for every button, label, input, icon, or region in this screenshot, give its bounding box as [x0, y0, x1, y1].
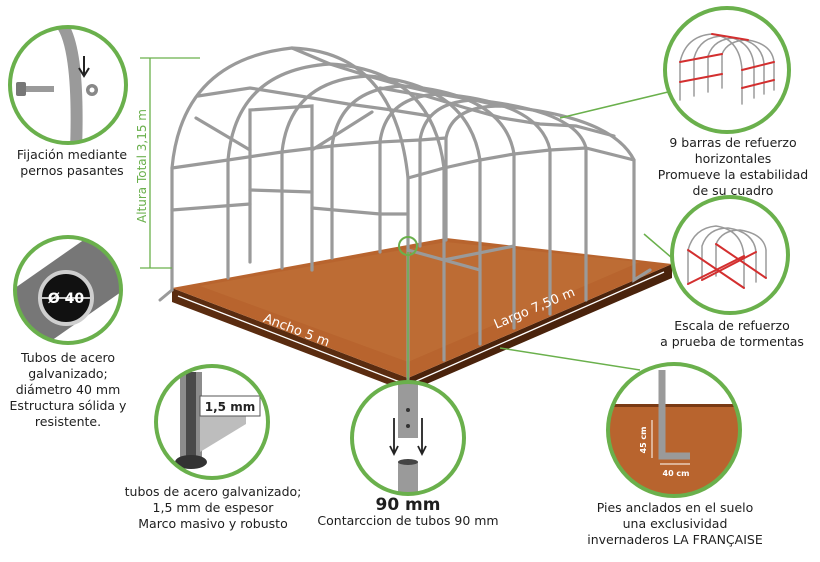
- feet-width-label: 40 cm: [663, 469, 690, 478]
- soil-base: [172, 238, 672, 392]
- front-diagonal: [194, 116, 252, 152]
- caption-line: Marco masivo y robusto: [138, 516, 288, 531]
- callout-tube-diameter: Ø 40: [13, 235, 123, 345]
- caption-line: Fijación mediante: [16, 147, 128, 162]
- feet-depth-label: 45 cm: [639, 427, 648, 454]
- caption-line: resistente.: [34, 414, 102, 429]
- door-bar: [248, 188, 314, 194]
- height-dimension-label: Altura Total 3,15 m: [135, 109, 149, 223]
- arch-7: [444, 104, 652, 283]
- connection-title: 90 mm: [375, 495, 441, 515]
- arrow-down-icon: [78, 56, 90, 78]
- caption-line: Contarccion de tubos 90 mm: [317, 513, 499, 528]
- callout-connectors: [407, 91, 673, 382]
- greenhouse-frame: [158, 46, 652, 394]
- caption-line: horizontales: [694, 151, 772, 166]
- caption-storm: Escala de refuerzo a prueba de tormentas: [650, 318, 814, 350]
- connector-bars: [559, 91, 669, 119]
- caption-feet: Pies anclados en el suelo una exclusivid…: [572, 500, 778, 548]
- side-diagonal: [406, 244, 516, 272]
- callout-storm: [670, 195, 790, 315]
- width-dimension-line: [177, 295, 401, 383]
- tube-diameter-badge: Ø 40: [48, 291, 85, 307]
- caption-line: invernaderos LA FRANÇAISE: [587, 532, 763, 547]
- joint-marker: [398, 236, 418, 256]
- caption-tube-diameter: Tubos de acero galvanizado; diámetro 40 …: [2, 350, 134, 430]
- side-rail-right: [406, 146, 636, 180]
- length-dimension-line: [413, 271, 665, 383]
- caption-line: Tubos de acero: [20, 350, 116, 365]
- callout-thickness: 1,5 mm: [154, 364, 270, 480]
- caption-line: 1,5 mm de espesor: [152, 500, 274, 515]
- caption-thickness: tubos de acero galvanizado; 1,5 mm de es…: [110, 484, 316, 532]
- caption-line: Pies anclados en el suelo: [596, 500, 754, 515]
- red-braces-icon: [687, 243, 767, 289]
- front-brace-left: [170, 202, 252, 212]
- ridge-bar: [290, 46, 502, 108]
- caption-line: diámetro 40 mm: [15, 382, 121, 397]
- caption-line: 9 barras de refuerzo: [669, 135, 797, 150]
- soil-front-right: [408, 264, 672, 392]
- caption-line: de su cuadro: [692, 183, 774, 198]
- arrow-down-icon-right: [417, 418, 427, 457]
- bolt-head-icon: [16, 82, 26, 96]
- caption-line: a prueba de tormentas: [660, 334, 804, 349]
- caption-bolts: Fijación mediante pernos pasantes: [8, 147, 136, 179]
- foot-left: [158, 288, 174, 302]
- caption-line: una exclusividad: [622, 516, 728, 531]
- callout-bars: [663, 6, 791, 134]
- soil-highlight: [200, 242, 640, 362]
- lower-tube-icon: [398, 462, 418, 494]
- connector-feet: [499, 347, 641, 371]
- caption-line: Promueve la estabilidad: [657, 167, 809, 182]
- callout-bolts: [8, 25, 128, 145]
- tube-arc-icon: [53, 27, 83, 143]
- caption-line: tubos de acero galvanizado;: [124, 484, 302, 499]
- front-diagonal-2: [310, 110, 374, 152]
- caption-connection: 90 mm Contarccion de tubos 90 mm: [306, 497, 510, 529]
- thickness-badge: 1,5 mm: [205, 400, 255, 414]
- front-brace-right: [310, 206, 410, 216]
- upper-rail-right: [378, 86, 616, 138]
- height-dimension: [140, 57, 200, 269]
- caption-line: pernos pasantes: [20, 163, 124, 178]
- tube-opening-icon: [175, 455, 207, 469]
- red-bars-icon: [679, 33, 775, 89]
- callout-feet: 45 cm 40 cm: [606, 362, 742, 498]
- caption-line: Escala de refuerzo: [674, 318, 790, 333]
- caption-line: Estructura sólida y: [9, 398, 127, 413]
- arrow-down-icon-left: [389, 418, 399, 457]
- door-frame: [248, 104, 314, 272]
- upper-rail-left: [196, 86, 432, 118]
- callout-connection: [350, 380, 466, 496]
- caption-bars: 9 barras de refuerzo horizontales Promue…: [652, 135, 814, 199]
- side-rail-left: [170, 136, 448, 170]
- anchor-foot-icon: [658, 370, 690, 460]
- caption-line: galvanizado;: [28, 366, 108, 381]
- connector-storm: [643, 233, 673, 259]
- bolt-shaft-icon: [26, 86, 54, 92]
- dimension-lines: [177, 271, 665, 383]
